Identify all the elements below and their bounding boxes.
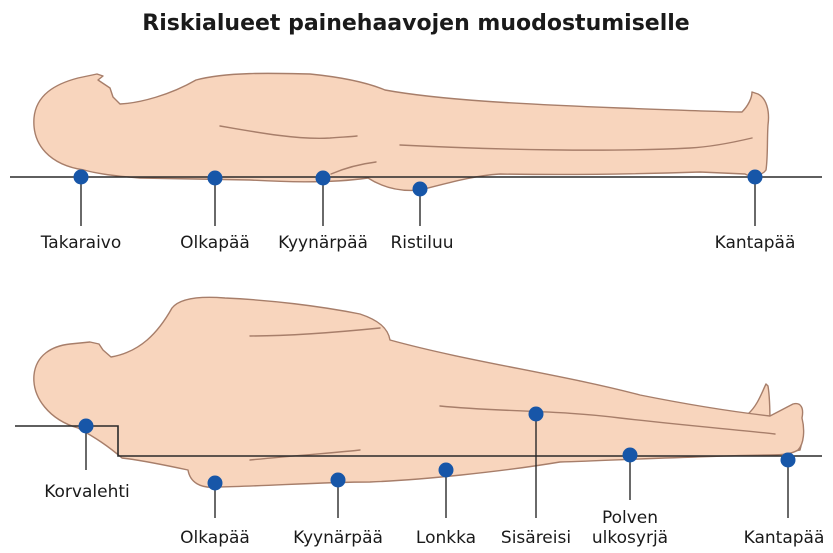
point-label: Lonkka	[416, 528, 476, 548]
diagram-title: Riskialueet painehaavojen muodostumisell…	[142, 11, 689, 36]
supine-marker-ristiluu: Ristiluu	[390, 182, 453, 254]
point-label: Takaraivo	[40, 233, 122, 253]
point-label: Ristiluu	[390, 233, 453, 253]
pressure-point-dot	[74, 170, 89, 185]
supine-marker-kyynarpaa: Kyynärpää	[278, 171, 368, 254]
pressure-point-dot	[781, 453, 796, 468]
pressure-point-dot	[748, 170, 763, 185]
lateral-marker-polven-ulkosyrja: Polven ulkosyrjä	[592, 448, 668, 549]
pressure-point-dot	[439, 463, 454, 478]
pressure-point-dot	[79, 419, 94, 434]
pressure-point-dot	[331, 473, 346, 488]
point-label: Olkapää	[180, 233, 250, 253]
pressure-point-dot	[623, 448, 638, 463]
pressure-point-dot	[208, 171, 223, 186]
point-label: Kantapää	[744, 528, 825, 548]
point-label-line-2: ulkosyrjä	[592, 528, 668, 548]
pressure-point-dot	[208, 476, 223, 491]
point-label: Korvalehti	[44, 482, 130, 502]
supine-markers: Takaraivo Olkapää Kyynärpää Ristiluu Kan…	[40, 170, 796, 254]
lateral-marker-kantapaa: Kantapää	[744, 453, 825, 549]
supine-marker-olkapaa: Olkapää	[180, 171, 250, 254]
pressure-point-dot	[316, 171, 331, 186]
point-label: Sisäreisi	[501, 528, 571, 548]
pressure-point-dot	[529, 407, 544, 422]
point-label-line-1: Polven	[602, 508, 658, 528]
point-label: Kyynärpää	[278, 233, 368, 253]
pressure-point-dot	[413, 182, 428, 197]
supine-marker-takaraivo: Takaraivo	[40, 170, 122, 254]
lateral-body	[34, 297, 804, 487]
lateral-figure	[15, 297, 822, 487]
supine-marker-kantapaa: Kantapää	[715, 170, 796, 254]
point-label: Olkapää	[180, 528, 250, 548]
point-label: Kantapää	[715, 233, 796, 253]
supine-figure	[10, 73, 822, 190]
supine-body	[34, 73, 769, 190]
point-label: Kyynärpää	[293, 528, 383, 548]
